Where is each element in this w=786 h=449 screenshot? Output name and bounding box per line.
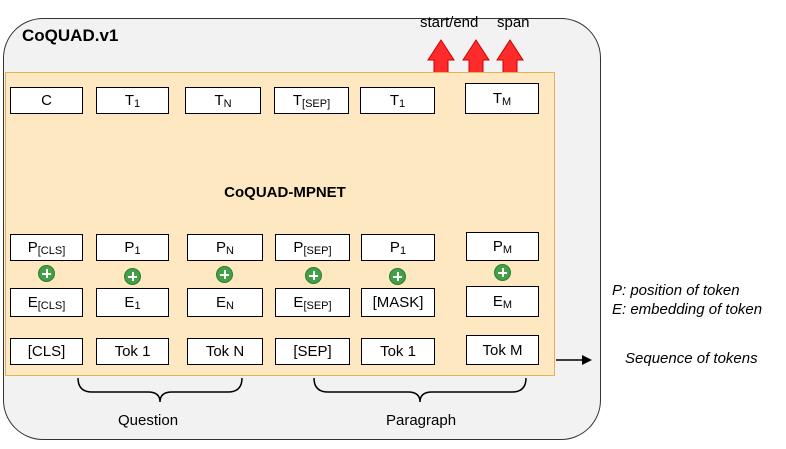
token-box-m: Tok M [466,335,539,365]
plus-icon [124,268,141,285]
paragraph-brace [313,377,527,403]
plus-icon [38,265,55,282]
legend-embedding: E: embedding of token [612,301,763,318]
legend-position: P: position of token [612,282,740,299]
outer-title: CoQUAD.v1 [22,26,119,45]
question-label: Question [118,412,179,429]
emb-box-mask: [MASK] [361,288,435,317]
plus-icon [389,268,406,285]
mpnet-block [5,72,555,376]
label-span: span [497,14,530,31]
plus-icon [305,267,322,284]
emb-box-cls: E[CLS] [10,288,83,317]
emb-box-sep: E[SEP] [275,288,350,317]
top-box-tsep: T[SEP] [274,87,349,114]
token-box-1: Tok 1 [96,338,169,365]
paragraph-label: Paragraph [386,412,457,429]
pos-box-cls: P[CLS] [10,234,83,261]
token-box-n: Tok N [187,338,263,365]
sequence-label: Sequence of tokens [625,350,758,367]
label-start-end: start/end [420,14,479,31]
mpnet-title: CoQUAD-MPNET [224,184,346,201]
token-box-sep: [SEP] [275,338,350,365]
question-brace [77,377,243,403]
top-box-c: C [10,87,83,114]
plus-icon [216,266,233,283]
token-box-cls: [CLS] [10,338,83,365]
sequence-arrow-head [582,355,592,365]
pos-box-sep: P[SEP] [275,234,350,261]
plus-icon [494,264,511,281]
token-box-1b: Tok 1 [361,338,435,365]
